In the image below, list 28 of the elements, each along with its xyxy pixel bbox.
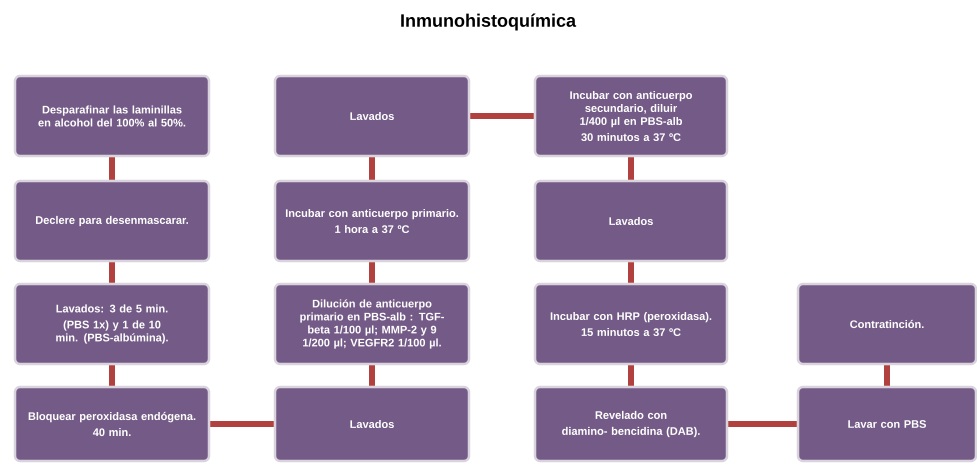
connector-line [210,421,274,427]
process-box: Lavados [534,180,728,262]
process-box: Lavados: 3 de 5 min. (PBS 1x) y 1 de 10 min. (PBS-albúmina). [14,282,210,366]
process-box: Incubar con anticuerpo primario. 1 hora a 37 ºC [274,180,470,262]
process-box: Revelado con diamino- bencidina (DAB). [534,386,728,462]
connector-line [109,262,115,283]
connector-line [109,365,115,386]
process-box: Desparafinar las laminillas en alcohol del 100% al 50%. [14,74,210,158]
connector-line [369,262,375,283]
process-box: Dilución de anticuerpo primario en PBS-alb : TGF-beta 1/100 µl; MMP-2 y 9 1/200 µl; VEGFR2 1/100 µl. [274,282,470,366]
process-box: Incubar con anticuerpo secundario, diluir 1/400 µl en PBS-alb 30 minutos a 37 ºC [534,74,728,158]
process-box: Incubar con HRP (peroxidasa). 15 minutos a 37 ºC [534,282,728,366]
process-box: Lavados [274,74,470,158]
process-box: Lavados [274,386,470,462]
connector-line [369,157,375,180]
connector-line [628,262,634,283]
process-box: Lavar con PBS [796,386,977,462]
process-box: Bloquear peroxidasa endógena. 40 min. [14,386,210,462]
connector-line [628,157,634,180]
connector-line [369,365,375,386]
process-box: Declere para desenmascarar. [14,180,210,262]
title: Inmunohistoquímica [401,14,576,30]
connector-line [109,157,115,180]
connector-line [728,421,797,427]
connector-line [884,365,890,386]
connector-line [470,113,534,119]
process-box: Contratinción. [796,282,977,366]
connector-line [628,365,634,386]
